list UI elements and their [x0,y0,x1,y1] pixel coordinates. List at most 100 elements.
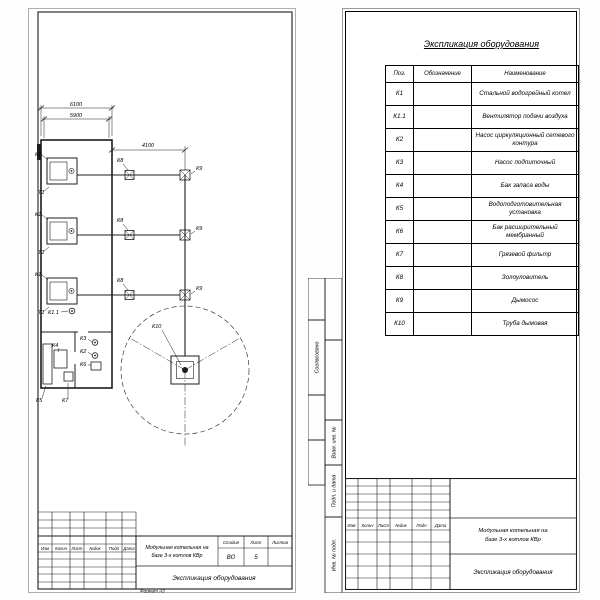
ash-collector-1-label: К8 [117,158,124,164]
project-name-line2: базе 3-х котлов КВр [485,537,542,543]
side-stamp-boxes: Согласовано Взам. инв. № Подп. и дата Ин… [307,277,343,594]
spec-cell-name: Дымосос [471,289,579,313]
dimension-width-outer: 6100 [37,102,116,136]
col-header-designation: Обозначение [413,65,472,83]
flue-run-3: К8 К9 [77,278,202,301]
title-block-right: Изм Колич Лист №док Подп Дата Модульная … [345,478,577,590]
spec-cell-name: Водоподготовительная установка [471,197,579,221]
spec-cell-name: Труба дымовая [471,312,579,336]
spec-cell-name: Бак запаса воды [471,174,579,198]
sheet-plan: 6100 5900 4100 [28,8,296,594]
rev-col-kolich: Колич [362,523,375,528]
water-treatment-unit [42,343,53,385]
spec-row-k2: К2 Насос циркуляционный сетевого контура [385,128,579,152]
spec-cell-pos: К3 [385,151,414,175]
side-stamp-strip: Согласовано Взам. инв. № Подп. и дата Ин… [307,277,343,594]
spec-cell-name: Грязевой фильтр [471,243,579,267]
entrance-door [37,144,41,160]
spec-row-k5: К5 Водоподготовительная установка [385,197,579,221]
ash-collector-2-label: К8 [117,218,124,224]
spec-cell-designation [413,128,472,152]
rev-col-ndok: №док [395,523,407,528]
boiler-3-label: К1 [35,272,41,278]
spec-cell-pos: К7 [385,243,414,267]
project-name-line1: Модульная котельная на [478,528,548,534]
sheet-frame [37,11,293,590]
spec-header-row: Поз. Обозначение Наименование [385,65,579,83]
spec-cell-name: Бак расширительный мембранный [471,220,579,244]
boiler-3-pipe-label: Т1 [38,310,44,316]
spec-cell-designation [413,243,472,267]
replace-inv-stamp-label: Взам. инв. № [332,426,338,458]
spec-cell-designation [413,220,472,244]
water-tank-symbol [53,349,68,369]
spec-cell-pos: К4 [385,174,414,198]
spec-row-k7: К7 Грязевой фильтр [385,243,579,267]
spec-cell-designation [413,151,472,175]
rev-col-kolich: Колич [55,546,68,551]
sign-date-stamp-label: Подп. и дата [332,475,338,508]
spec-row-k9: К9 Дымосос [385,289,579,313]
water-tank-label: К4 [52,343,58,349]
boiler-1-label: К1 [35,152,41,158]
col-header-name: Наименование [471,65,579,83]
doc-title-left: Экспликация оборудования [172,574,256,582]
spec-table: Поз. Обозначение Наименование К1 Стально… [385,65,579,336]
spec-cell-pos: К9 [385,289,414,313]
spec-cell-designation [413,266,472,290]
col-header-pos: Поз. [385,65,414,83]
spec-cell-designation [413,312,472,336]
stage-label: Стадия [223,540,240,545]
spec-cell-designation [413,289,472,313]
boiler-1-pipe-label: Т1 [38,190,44,196]
mud-filter-label: К7 [62,398,69,404]
boiler-2-label: К1 [35,212,41,218]
exhauster-3-label: К9 [196,286,202,292]
spec-cell-name: Вентилятор подачи воздуха [471,105,579,129]
ash-collector-3-label: К8 [117,278,124,284]
boiler-unit-3: К1 Т1 [35,272,78,316]
project-name-line1: Модульная котельная на [145,545,208,551]
spec-cell-name: Золоуловитель [471,266,579,290]
spec-row-k1-1: К1.1 Вентилятор подачи воздуха [385,105,579,129]
boiler-house-outline [37,139,113,389]
exhauster-1-label: К9 [196,166,202,172]
rev-col-data: Дата [122,546,135,551]
sheet-edge [28,8,296,593]
rev-col-data: Дата [434,523,447,528]
plan-drawing: 6100 5900 4100 [28,8,296,594]
dimension-width-inner: 5900 [40,113,113,138]
rev-col-izm: Изм [41,546,49,551]
approved-stamp-label: Согласовано [315,342,321,374]
spec-row-k8: К8 Золоуловитель [385,266,579,290]
spec-cell-name: Стальной водогрейный котел [471,82,579,106]
spec-cell-designation [413,105,472,129]
boiler-2-pipe-label: Т1 [38,250,44,256]
format-note: Формат А3 [140,589,165,594]
spec-cell-pos: К5 [385,197,414,221]
spec-cell-pos: К6 [385,220,414,244]
expansion-tank-label: К6 [80,362,87,368]
spec-cell-designation [413,174,472,198]
dim-6100-text: 6100 [70,102,83,108]
inv-orig-stamp-label: Инв. № подл. [332,539,338,571]
mud-filter-symbol [63,371,74,382]
spec-cell-pos: К1 [385,82,414,106]
air-fan: К1.1 [48,307,76,316]
fan-label: К1.1 [48,310,59,316]
spec-cell-pos: К1.1 [385,105,414,129]
rev-col-list: Лист [70,546,82,551]
stage-value: ВО [227,555,236,561]
sheets-label: Листов [271,540,288,545]
exhauster-2-label: К9 [196,226,202,232]
spec-cell-name: Насос подпиточный [471,151,579,175]
dimension-chimney-offset: 4100 [108,143,189,170]
spec-row-k4: К4 Бак запаса воды [385,174,579,198]
sheet-value: 5 [254,555,258,561]
water-treatment-label: К5 [36,398,43,404]
chimney: К10 [120,175,250,446]
spec-row-k3: К3 Насос подпиточный [385,151,579,175]
title-block-left: Изм Колич Лист №док Подп Дата Модульная … [38,511,292,589]
rev-col-izm: Изм [348,523,356,528]
spec-row-k10: К10 Труба дымовая [385,312,579,336]
